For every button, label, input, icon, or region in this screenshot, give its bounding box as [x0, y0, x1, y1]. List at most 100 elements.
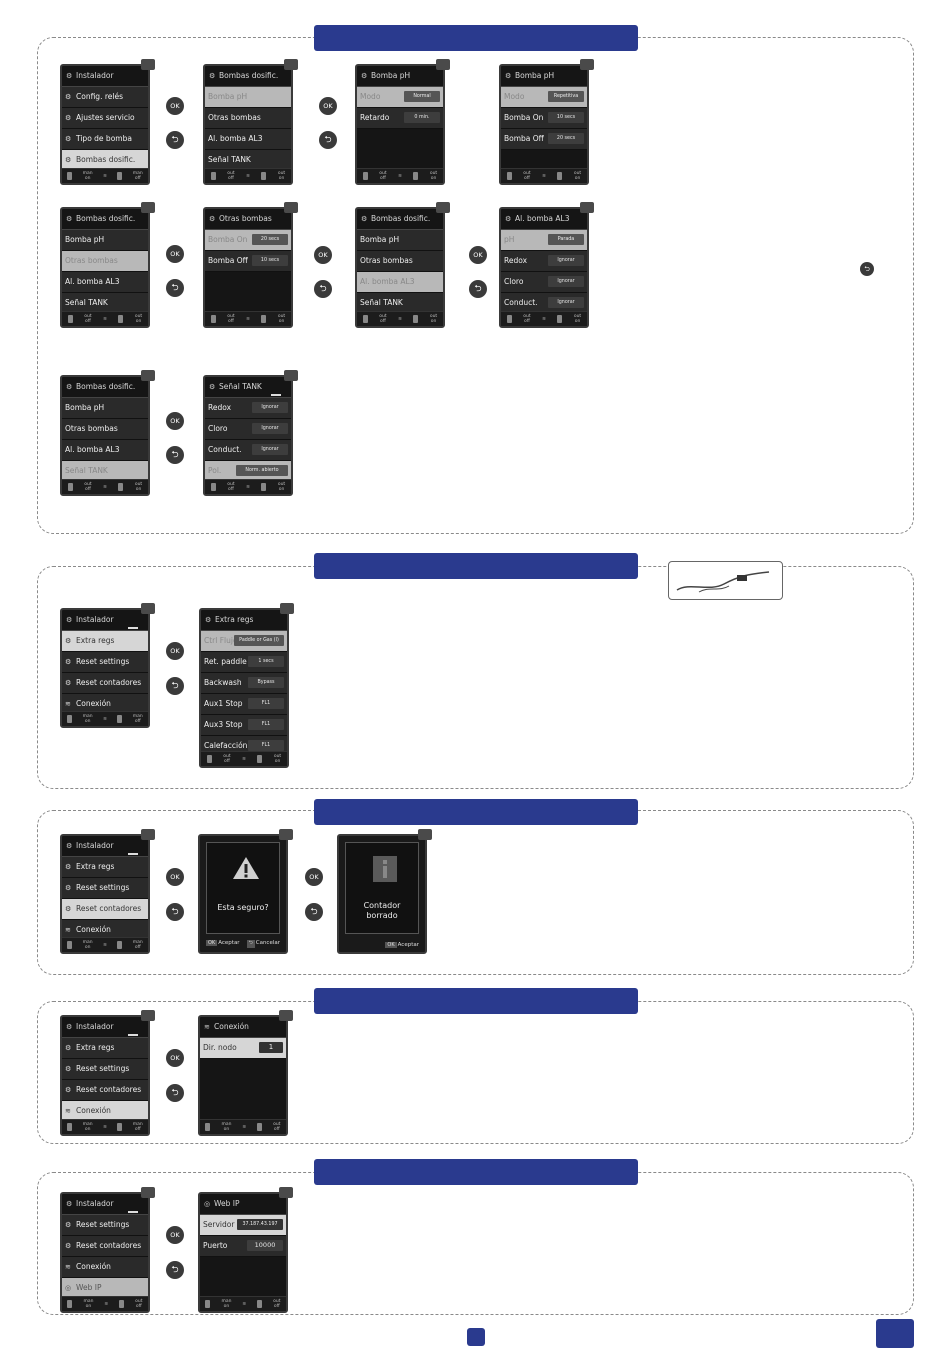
hand-icon: [117, 941, 123, 949]
menu-item[interactable]: ⚙Reset settings: [62, 878, 148, 899]
back-button[interactable]: ⮌: [166, 677, 184, 695]
ok-button[interactable]: OK: [166, 868, 184, 886]
screen-footer: out off≋out on: [501, 311, 587, 326]
back-button[interactable]: ⮌: [860, 262, 874, 276]
menu-item[interactable]: ⚙Reset settings: [62, 1059, 148, 1080]
setting-label: Servidor: [203, 1220, 235, 1229]
menu-item[interactable]: ⚙Tipo de bomba: [62, 129, 148, 150]
menu-item-selected[interactable]: Al. bomba AL3: [357, 272, 443, 293]
ok-button[interactable]: OK: [469, 246, 487, 264]
menu-item[interactable]: ⚙Reset contadores: [62, 673, 148, 694]
ok-button[interactable]: OK: [319, 97, 337, 115]
screen-corner-tab: [580, 202, 594, 213]
menu-item[interactable]: ≋Conexión: [62, 1257, 148, 1278]
menu-item-label: Conexión: [76, 1262, 111, 1271]
menu-item[interactable]: Otras bombas: [205, 108, 291, 129]
wifi-icon: ≋: [103, 484, 107, 490]
menu-item[interactable]: ⚙Reset settings: [62, 1215, 148, 1236]
screen-title: Instalador: [76, 71, 114, 80]
menu-item[interactable]: ⚙Reset contadores: [62, 1236, 148, 1257]
back-button[interactable]: ⮌: [166, 903, 184, 921]
menu-item[interactable]: Otras bombas: [62, 419, 148, 440]
ok-button[interactable]: OK: [166, 642, 184, 660]
menu-item[interactable]: ⚙Extra regs: [62, 857, 148, 878]
menu-item[interactable]: Bomba pH: [62, 398, 148, 419]
menu-item[interactable]: ⚙Config. relés: [62, 87, 148, 108]
ok-button[interactable]: OK: [166, 245, 184, 263]
ok-button[interactable]: OK: [166, 97, 184, 115]
back-button[interactable]: ⮌: [469, 280, 487, 298]
scroll-up-icon: [128, 853, 138, 855]
back-button[interactable]: ⮌: [166, 1261, 184, 1279]
back-button[interactable]: ⮌: [166, 131, 184, 149]
menu-item[interactable]: ⚙Extra regs: [62, 1038, 148, 1059]
ok-button[interactable]: OK: [166, 412, 184, 430]
menu-item[interactable]: Al. bomba AL3: [62, 272, 148, 293]
menu-item-label: Otras bombas: [65, 256, 118, 265]
menu-item[interactable]: Al. bomba AL3: [62, 440, 148, 461]
ok-button[interactable]: OK: [305, 868, 323, 886]
menu-item[interactable]: Al. bomba AL3: [205, 129, 291, 150]
ok-button[interactable]: OK: [166, 1049, 184, 1067]
menu-item-label: Señal TANK: [208, 155, 251, 164]
setting-label: Bomba Off: [504, 134, 544, 143]
setting-label: Bomba On: [504, 113, 544, 122]
menu-item-selected[interactable]: ⚙Extra regs: [62, 631, 148, 652]
setting-value: 10 secs: [252, 255, 288, 266]
menu-item[interactable]: ⚙Reset contadores: [62, 1080, 148, 1101]
menu-item[interactable]: Otras bombas: [357, 251, 443, 272]
screen-title: Web IP: [214, 1199, 240, 1208]
cancel-option[interactable]: ⮌Cancelar: [246, 940, 280, 948]
footer-label: out off: [379, 171, 387, 181]
menu-item-selected[interactable]: Bomba pH: [205, 87, 291, 108]
menu-item[interactable]: ⚙Reset settings: [62, 652, 148, 673]
menu-item-selected[interactable]: Otras bombas: [62, 251, 148, 272]
menu-item-selected[interactable]: ⚙Reset contadores: [62, 899, 148, 920]
footer-label: man on: [82, 1122, 93, 1132]
ok-button[interactable]: OK: [166, 1226, 184, 1244]
ok-button[interactable]: OK: [314, 246, 332, 264]
hand-icon: [118, 315, 124, 323]
back-button[interactable]: ⮌: [305, 903, 323, 921]
screen-title: Conexión: [214, 1022, 249, 1031]
menu-item[interactable]: ⚙Ajustes servicio: [62, 108, 148, 129]
ok-key-icon: OK: [206, 940, 218, 946]
screen-title: Instalador: [76, 615, 114, 624]
menu-item-label: Web IP: [76, 1283, 102, 1292]
setting-row[interactable]: Conduct.Ignorar: [205, 440, 291, 461]
hand-icon: [257, 1123, 263, 1131]
settings-icon: ⚙: [66, 383, 73, 391]
menu-item[interactable]: Bomba pH: [62, 230, 148, 251]
menu-item[interactable]: Bomba pH: [357, 230, 443, 251]
accept-label: Aceptar: [397, 942, 419, 948]
back-button[interactable]: ⮌: [319, 131, 337, 149]
setting-label: Ret. paddle: [204, 657, 247, 666]
back-button[interactable]: ⮌: [166, 446, 184, 464]
back-button[interactable]: ⮌: [166, 279, 184, 297]
back-button[interactable]: ⮌: [166, 1084, 184, 1102]
back-button[interactable]: ⮌: [314, 280, 332, 298]
